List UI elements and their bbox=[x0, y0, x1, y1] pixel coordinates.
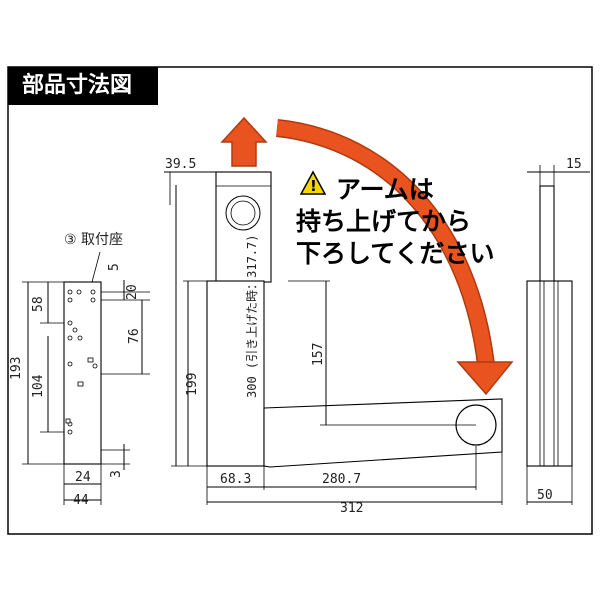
mount-plate bbox=[63, 281, 102, 465]
side-dim-lines bbox=[526, 165, 590, 505]
drawing-border bbox=[7, 66, 593, 535]
svg-text:!: ! bbox=[310, 177, 317, 195]
warning-icon: ! bbox=[299, 170, 327, 195]
warning-line-2: 持ち上げてから bbox=[296, 207, 471, 236]
page-title: 部品寸法図 bbox=[8, 67, 158, 105]
curve-arrow-body bbox=[276, 120, 494, 366]
arm-lowered bbox=[263, 398, 503, 468]
mount-dim-5: 5 bbox=[107, 263, 122, 271]
warning-line-1: アームは bbox=[336, 175, 434, 204]
front-dim-lines bbox=[164, 171, 503, 505]
curve-arrow-head bbox=[456, 361, 514, 396]
mount-holes bbox=[65, 289, 98, 435]
front-dim-68-3: 68.3 bbox=[220, 472, 251, 487]
mount-dim-58: 58 bbox=[31, 296, 46, 312]
mount-dim-24: 24 bbox=[75, 470, 91, 485]
up-arrow bbox=[220, 116, 268, 167]
mount-dim-20: 20 bbox=[125, 284, 140, 300]
mount-dim-104: 104 bbox=[31, 374, 46, 398]
warning-block: ! アームは 持ち上げてから 下ろしてください bbox=[296, 170, 495, 268]
mount-dim-76: 76 bbox=[127, 328, 142, 344]
side-view bbox=[526, 185, 573, 467]
mount-dim-lines bbox=[22, 280, 150, 505]
front-dim-280-7: 280.7 bbox=[322, 472, 361, 487]
front-dim-157: 157 bbox=[311, 343, 326, 366]
mount-dim-44: 44 bbox=[73, 493, 89, 508]
front-dim-39-5: 39.5 bbox=[165, 157, 196, 172]
side-body bbox=[526, 280, 573, 467]
mount-label: ③ 取付座 bbox=[64, 232, 123, 248]
side-dim-15: 15 bbox=[566, 157, 582, 172]
front-dim-300: 300 (引き上げた時：317.7) bbox=[245, 235, 259, 398]
mount-leader-line bbox=[91, 251, 101, 283]
arm-body bbox=[206, 280, 265, 467]
front-view bbox=[206, 171, 503, 468]
side-dim-50: 50 bbox=[537, 488, 553, 503]
mount-dim-193: 193 bbox=[9, 357, 24, 380]
mount-dim-3: 3 bbox=[109, 470, 124, 478]
front-dim-199: 199 bbox=[185, 373, 200, 396]
warning-line-3: 下ろしてください bbox=[296, 239, 495, 268]
front-dim-312: 312 bbox=[340, 501, 363, 516]
